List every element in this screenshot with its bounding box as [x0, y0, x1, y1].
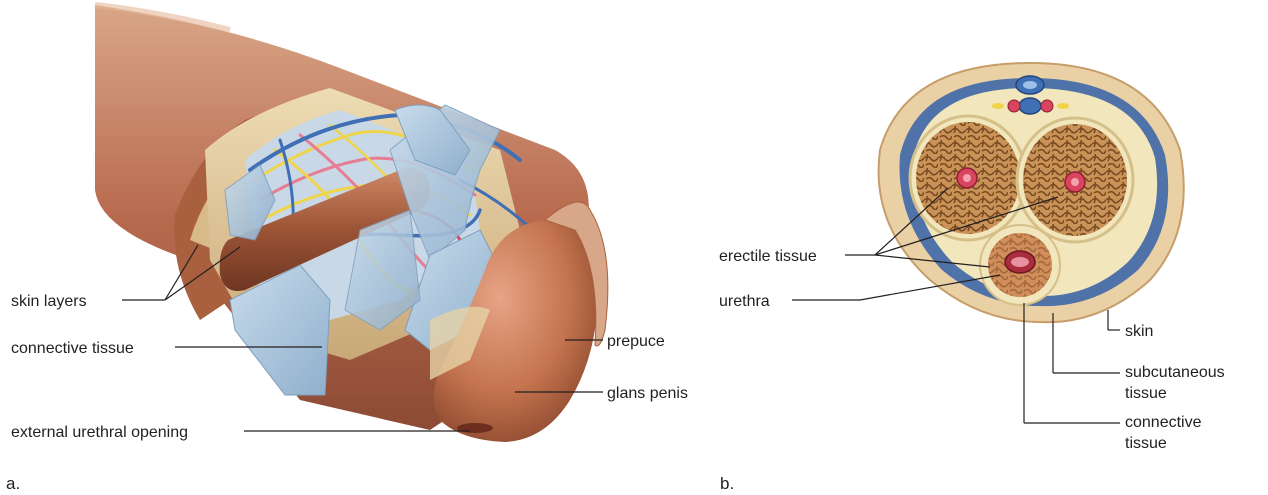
label-connective-tissue: connective tissue	[11, 340, 134, 357]
label-subcutaneous-line1: subcutaneous	[1125, 364, 1225, 381]
corpus-spongiosum	[980, 225, 1060, 305]
panel-b-letter: b.	[720, 474, 734, 493]
label-connective-line2: tissue	[1125, 435, 1167, 452]
label-external-urethral-opening: external urethral opening	[11, 424, 188, 441]
panel-b-illustration	[879, 63, 1184, 322]
label-subcutaneous-line2: tissue	[1125, 385, 1167, 402]
label-skin: skin	[1125, 323, 1153, 340]
label-connective-line1: connective	[1125, 414, 1202, 431]
label-urethra: urethra	[719, 293, 770, 310]
label-erectile-tissue: erectile tissue	[719, 248, 817, 265]
label-glans-penis: glans penis	[607, 385, 688, 402]
label-skin-layers: skin layers	[11, 293, 87, 310]
panel-a-illustration	[95, 5, 608, 442]
label-prepuce: prepuce	[607, 333, 665, 350]
panel-a-letter: a.	[6, 474, 20, 493]
